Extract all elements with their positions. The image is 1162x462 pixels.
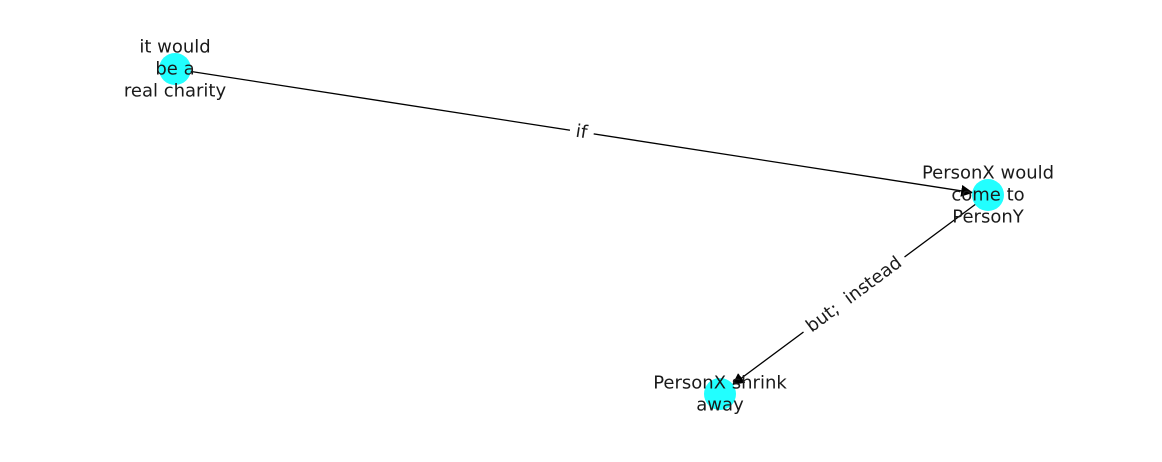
node-n3 <box>704 378 736 410</box>
edge-label-group-2: but; instead <box>796 246 912 343</box>
node-label-line: come to <box>951 185 1024 206</box>
edge-label-background <box>796 246 912 343</box>
node-n2 <box>972 179 1004 211</box>
node-label-line: away <box>696 395 744 416</box>
node-label-line: real charity <box>124 81 227 102</box>
node-label-line: PersonY <box>952 207 1024 228</box>
edges-layer <box>174 68 989 386</box>
edge-label: if <box>574 121 589 144</box>
nodes-layer <box>159 53 1004 410</box>
node-n1 <box>159 53 191 85</box>
node-label-line: PersonX shrink <box>653 373 787 394</box>
node-label-line: PersonX would <box>922 163 1054 184</box>
edge-label-background <box>568 117 596 147</box>
node-label-line: be a <box>155 59 194 80</box>
edge-labels-layer: if but; instead <box>568 117 912 343</box>
edge-label-group-1: if <box>568 117 596 147</box>
node-label-line: it would <box>139 37 210 58</box>
edge-label: but; instead <box>802 252 906 337</box>
